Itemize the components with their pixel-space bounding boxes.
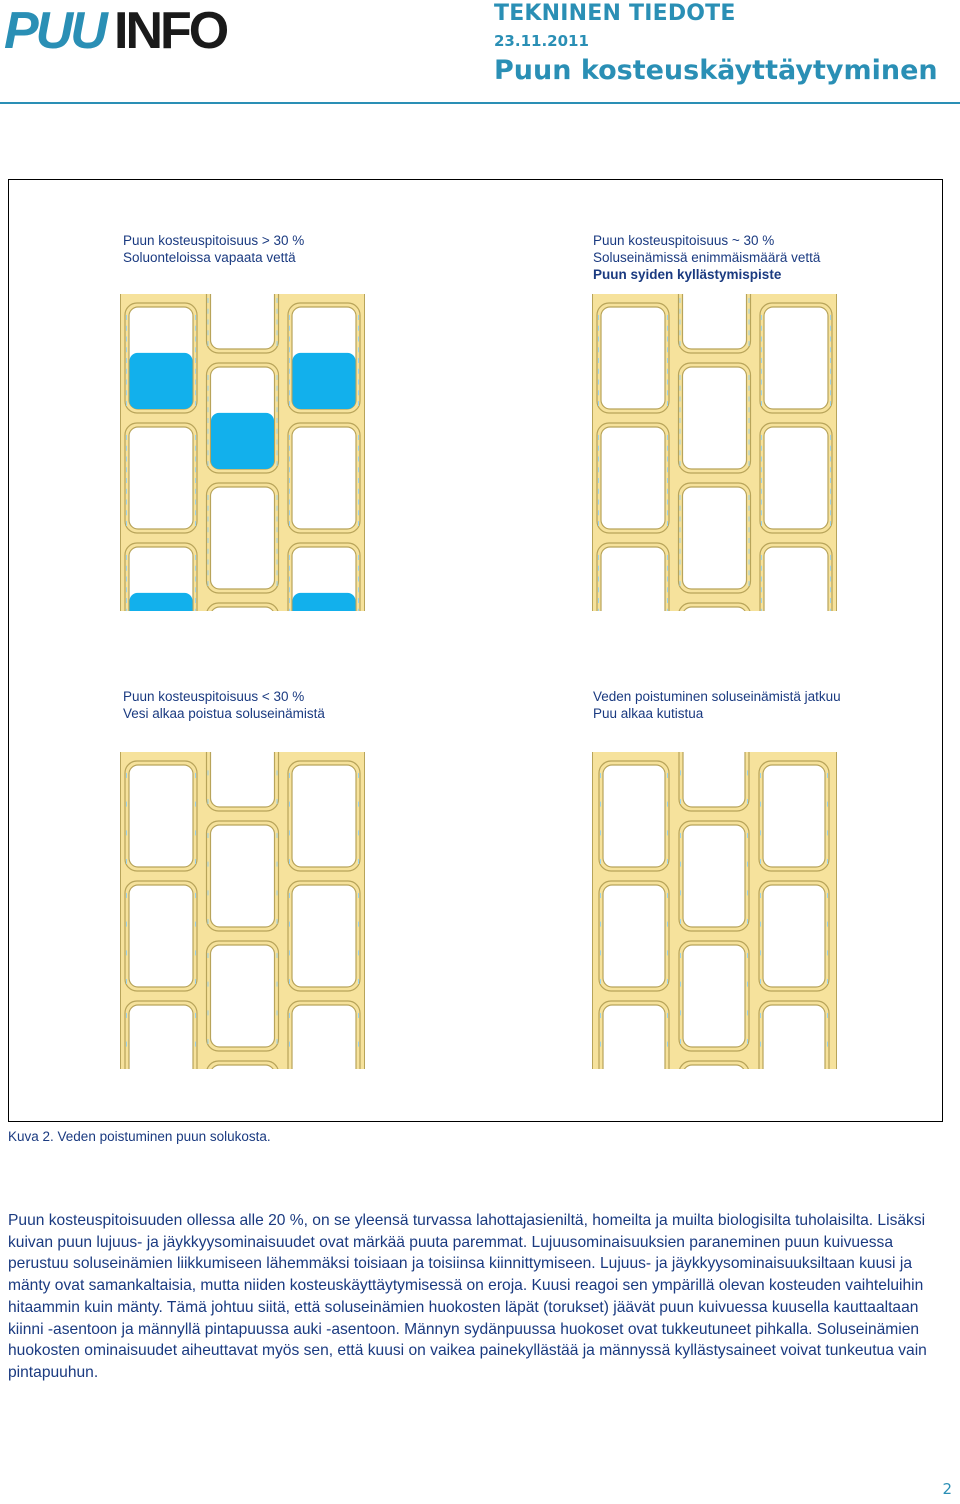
cell-1-0 (679, 294, 751, 353)
cell-0-2 (125, 543, 197, 612)
lumen-water (130, 353, 193, 409)
lumen-water (293, 353, 356, 409)
cell-1-2 (679, 483, 751, 593)
cell-2-2 (288, 1001, 360, 1070)
cell-0-0 (125, 761, 197, 871)
page-number: 2 (942, 1480, 952, 1498)
figure-caption: Kuva 2. Veden poistuminen puun solukosta… (8, 1129, 271, 1144)
header-divider (0, 102, 960, 104)
cell-1-2 (207, 941, 279, 1051)
cell-diagram-panel-1 (120, 294, 365, 612)
cell-1-2 (207, 483, 279, 593)
lumen-water (211, 413, 274, 469)
cell-0-2 (125, 1001, 197, 1070)
document-date: 23.11.2011 (494, 32, 589, 50)
cell-diagram-panel-3 (120, 752, 365, 1070)
cell-2-1 (759, 881, 829, 991)
cell-0-2 (597, 543, 669, 612)
cell-0-0 (125, 303, 197, 413)
cell-1-1 (207, 363, 279, 473)
cell-1-1 (679, 363, 751, 473)
svg-text:INFO: INFO (114, 4, 228, 52)
cell-1-1 (207, 821, 279, 931)
document-kind: TEKNINEN TIEDOTE (494, 1, 736, 26)
cell-diagram-panel-4 (592, 752, 837, 1070)
cell-0-1 (125, 423, 197, 533)
cell-2-0 (288, 761, 360, 871)
body-paragraph: Puun kosteuspitoisuuden ollessa alle 20 … (8, 1210, 952, 1384)
lumen-water (293, 593, 356, 612)
lumen-water (130, 593, 193, 612)
panel-3-label: Puun kosteuspitoisuus < 30 %Vesi alkaa p… (123, 688, 325, 722)
cell-0-1 (125, 881, 197, 991)
cell-0-0 (597, 303, 669, 413)
cell-2-2 (759, 1001, 829, 1070)
page-title: Puun kosteuskäyttäytyminen (494, 55, 938, 86)
panel-1-label: Puun kosteuspitoisuus > 30 %Soluontelois… (123, 232, 304, 266)
cell-2-2 (760, 543, 832, 612)
cell-2-1 (760, 423, 832, 533)
cell-0-2 (599, 1001, 669, 1070)
cell-1-1 (679, 821, 749, 931)
cell-2-1 (288, 881, 360, 991)
cell-2-0 (759, 761, 829, 871)
panel-2-label: Puun kosteuspitoisuus ~ 30 %Soluseinämis… (593, 232, 820, 283)
cell-1-2 (679, 941, 749, 1051)
cell-2-0 (288, 303, 360, 413)
cell-0-1 (599, 881, 669, 991)
puuinfo-logo: PUU INFO (4, 4, 256, 52)
cell-1-0 (207, 294, 279, 353)
cell-1-0 (207, 752, 279, 811)
cell-2-1 (288, 423, 360, 533)
cell-2-2 (288, 543, 360, 612)
cell-0-0 (599, 761, 669, 871)
cell-0-1 (597, 423, 669, 533)
cell-1-0 (679, 752, 749, 811)
svg-text:PUU: PUU (4, 4, 109, 52)
cell-diagram-panel-2 (592, 294, 837, 612)
cell-2-0 (760, 303, 832, 413)
